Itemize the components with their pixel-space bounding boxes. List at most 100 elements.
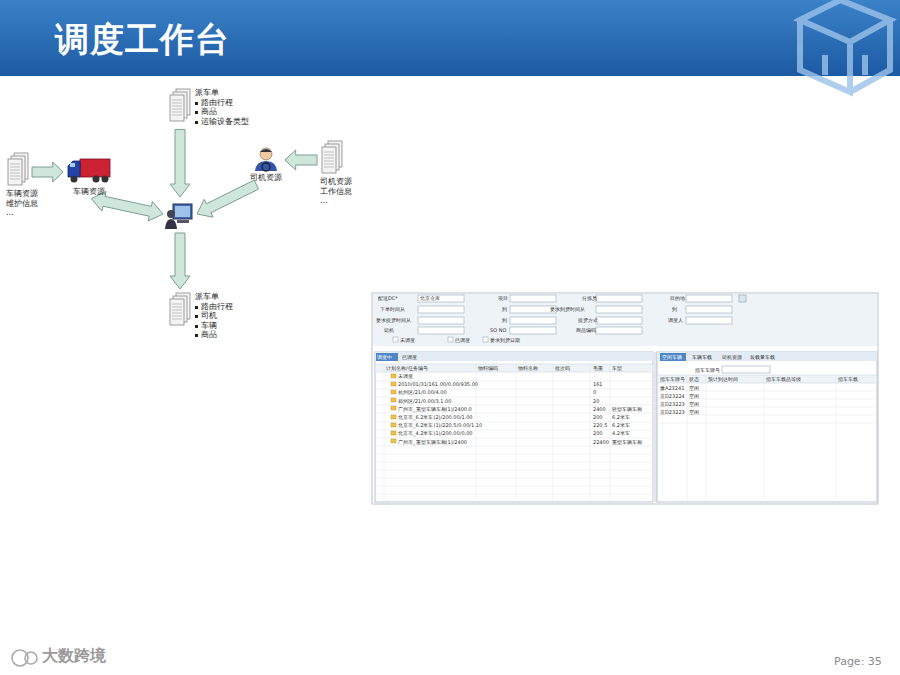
node-item: 车辆 <box>195 321 233 331</box>
block-arrow <box>170 129 190 197</box>
header-band <box>0 0 900 76</box>
screen-text: 计划名称/任务编号 <box>386 366 428 371</box>
node-label: 车辆资源 维护信息 <box>6 189 40 208</box>
block-arrow <box>197 180 259 217</box>
node-icon <box>320 140 344 176</box>
screen-text: 广州市_重型车辆车厢(1)/2400.0 <box>398 407 472 412</box>
screen-text: 22400 <box>593 440 609 445</box>
screen-text: 物料编码 <box>478 366 498 371</box>
screen-text: 要求到货时间从 <box>550 307 585 312</box>
node-label: 车辆资源 <box>73 187 105 197</box>
screenshot <box>372 293 878 504</box>
screen-text: 200 <box>593 415 603 420</box>
screen-text: 商品编码 <box>576 328 596 333</box>
node-icon <box>6 152 30 188</box>
screen-text: 下单时间从 <box>380 307 405 312</box>
screen-text: 广州市_重型车辆车厢(1)/2400 <box>398 440 467 445</box>
node-label: 派车单 <box>195 292 233 302</box>
screen-text: 6.2米车 <box>612 423 630 428</box>
resource-node: 司机资源 工作信息... <box>320 140 354 206</box>
screen-text: 6.2米车 <box>612 415 630 420</box>
screen-text: 到 <box>502 318 507 323</box>
screen-text: 预计到达时间 <box>708 377 738 382</box>
node-item: ... <box>6 208 40 218</box>
screen-text: 批次码 <box>555 366 570 371</box>
screen-text: 毛重 <box>593 366 603 371</box>
block-arrow <box>32 162 63 182</box>
screen-text: 物料名称 <box>518 366 538 371</box>
slide-title: 调度工作台 <box>55 17 230 63</box>
screen-text: 到 <box>672 307 677 312</box>
screen-text: 200 <box>593 431 603 436</box>
screen-text: 京D23223 <box>660 402 685 407</box>
screen-text: 北京市_6.2米车(1)/220.5/0.00/1.10 <box>398 423 482 428</box>
node-label: 派车单 <box>195 88 249 98</box>
screen-text: 20 <box>593 399 599 404</box>
screen-text: 调度人 <box>668 318 683 323</box>
screen-text: 分拣员 <box>582 296 597 301</box>
screen-text: 2400 <box>593 407 606 412</box>
node-icon <box>253 146 279 172</box>
screen-text: 空闲 <box>689 410 699 415</box>
screen-text: 已调度 <box>455 338 470 343</box>
screen-text: 要求提货时间从 <box>376 318 411 323</box>
node-item: 司机 <box>195 311 233 321</box>
screen-text: 司机资源 <box>722 355 742 360</box>
resource-node: 派车单路由行程商品运输设备类型 <box>168 88 249 126</box>
resource-node: 车辆资源 <box>66 156 112 197</box>
node-label: 司机资源 工作信息 <box>320 177 354 196</box>
screen-text: 京D23224 <box>660 394 685 399</box>
screen-text: 重型车辆车厢 <box>612 440 642 445</box>
screen-text: 调度中 <box>377 355 392 360</box>
node-item: 商品 <box>195 330 233 340</box>
screen-text: 状态 <box>689 377 699 382</box>
node-icon <box>165 200 195 230</box>
screen-text: 杭州区/21/0.00/4.00 <box>398 390 447 395</box>
node-item: ... <box>320 196 354 206</box>
node-item: 路由行程 <box>195 98 249 108</box>
screen-text: 空闲 <box>689 402 699 407</box>
screen-text: 装载量车载 <box>750 355 775 360</box>
node-icon <box>168 88 192 124</box>
node-icon <box>168 292 192 328</box>
screen-text: 161 <box>593 382 603 387</box>
node-icon <box>66 156 112 186</box>
screen-text: 北京仓库 <box>420 296 440 301</box>
screen-text: 北京市_4.2米车(1)/200.00/0.00 <box>398 431 473 436</box>
screen-text: 提货方式 <box>578 318 598 323</box>
watermark: 大数跨境 <box>42 648 106 664</box>
screen-text: 0 <box>593 390 596 395</box>
screen-text: 北京市_6.2米车(2)/200.00/1.00 <box>398 415 473 420</box>
screen-text: 目的地 <box>670 296 685 301</box>
node-item: 路由行程 <box>195 302 233 312</box>
block-arrow <box>170 233 190 289</box>
screen-text: 京D23223 <box>660 410 685 415</box>
watermark-logo <box>12 650 37 666</box>
node-label: 司机资源 <box>250 173 282 183</box>
node-item: 商品 <box>195 107 249 117</box>
block-arrow <box>285 150 317 170</box>
screen-text: 要求到货日期 <box>490 338 520 343</box>
screen-text: 2010/01/31/161.00/0.00/935.00 <box>398 382 478 387</box>
dispatcher-workstation <box>165 200 195 230</box>
screen-text: 220.5 <box>593 423 607 428</box>
screen-text: 指车车牌号 <box>660 377 685 382</box>
screen-text: 空闲 <box>689 386 699 391</box>
resource-node: 司机资源 <box>250 146 282 183</box>
screen-text: 车型 <box>612 366 622 371</box>
screen-text: 司机 <box>384 328 394 333</box>
screen-text: 车辆车载 <box>692 355 712 360</box>
resource-node: 车辆资源 维护信息... <box>6 152 40 218</box>
screen-text: 指车车牌号 <box>695 368 720 373</box>
screen-text: SO NO <box>490 328 506 333</box>
screen-text: 项目 <box>498 296 508 301</box>
page-number: Page: 35 <box>834 656 882 667</box>
screen-text: 4.2米车 <box>612 431 630 436</box>
cube-logo <box>800 0 890 92</box>
screen-text: 未调度 <box>400 338 415 343</box>
screen-text: 到 <box>502 307 507 312</box>
screen-text: 指车车载品等级 <box>766 377 801 382</box>
resource-node: 派车单路由行程司机车辆商品 <box>168 292 233 340</box>
